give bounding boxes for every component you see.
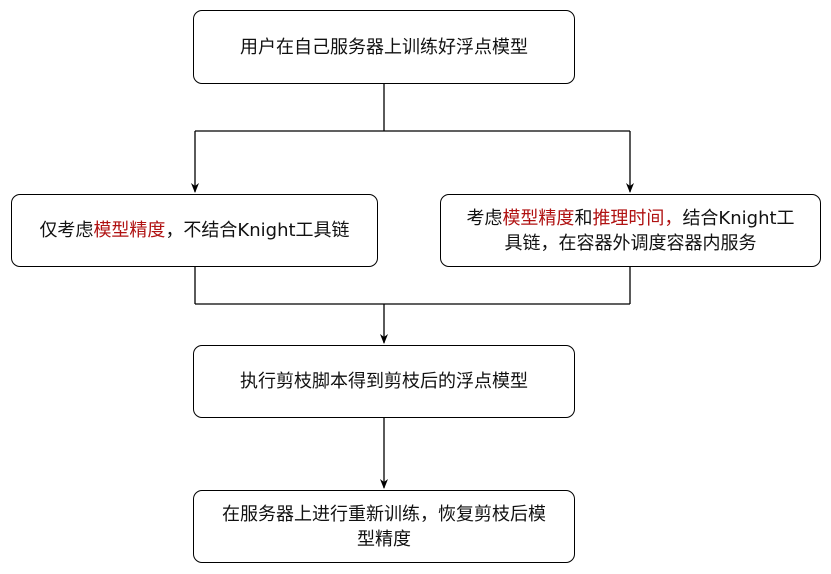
retrain-node: 在服务器上进行重新训练，恢复剪枝后模 型精度 — [193, 490, 575, 563]
right-option-node: 考虑模型精度和推理时间，结合Knight工 具链，在容器外调度容器内服务 — [440, 194, 821, 267]
left-option-node: 仅考虑模型精度，不结合Knight工具链 — [11, 194, 378, 267]
left-option-suffix: ，不结合Knight工具链 — [165, 220, 350, 241]
start-node: 用户在自己服务器上训练好浮点模型 — [193, 10, 575, 84]
retrain-node-text: 在服务器上进行重新训练，恢复剪枝后模 型精度 — [222, 502, 546, 552]
right-option-highlight-latency: 推理时间， — [592, 207, 683, 229]
left-option-highlight: 模型精度 — [93, 220, 166, 241]
right-option-connector: 和 — [574, 207, 593, 229]
right-option-line-1: 考虑模型精度和推理时间，结合Knight工 — [466, 206, 794, 231]
right-option-line-2: 具链，在容器外调度容器内服务 — [504, 232, 757, 254]
retrain-node-line-2: 型精度 — [357, 528, 411, 550]
retrain-node-line-1: 在服务器上进行重新训练，恢复剪枝后模 — [222, 503, 546, 525]
right-option-suffix-1: 结合Knight工 — [682, 207, 795, 229]
right-option-prefix: 考虑 — [466, 207, 503, 229]
left-option-text: 仅考虑模型精度，不结合Knight工具链 — [39, 218, 349, 243]
right-option-text: 考虑模型精度和推理时间，结合Knight工 具链，在容器外调度容器内服务 — [466, 206, 794, 256]
left-option-prefix: 仅考虑 — [39, 220, 94, 241]
start-node-text: 用户在自己服务器上训练好浮点模型 — [240, 36, 528, 58]
prune-node-text: 执行剪枝脚本得到剪枝后的浮点模型 — [240, 371, 528, 392]
right-option-highlight-accuracy: 模型精度 — [502, 207, 575, 229]
prune-node: 执行剪枝脚本得到剪枝后的浮点模型 — [193, 345, 575, 418]
